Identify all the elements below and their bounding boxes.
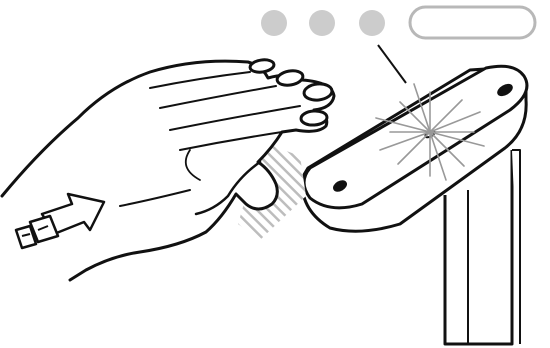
indicator-dot-2 <box>309 10 335 36</box>
indicator-pill <box>410 7 535 38</box>
status-indicators <box>261 7 535 38</box>
indicator-dot-3 <box>359 10 385 36</box>
indicator-dot-1 <box>261 10 287 36</box>
card-reader-icon <box>302 66 527 344</box>
leader-line <box>378 45 406 83</box>
